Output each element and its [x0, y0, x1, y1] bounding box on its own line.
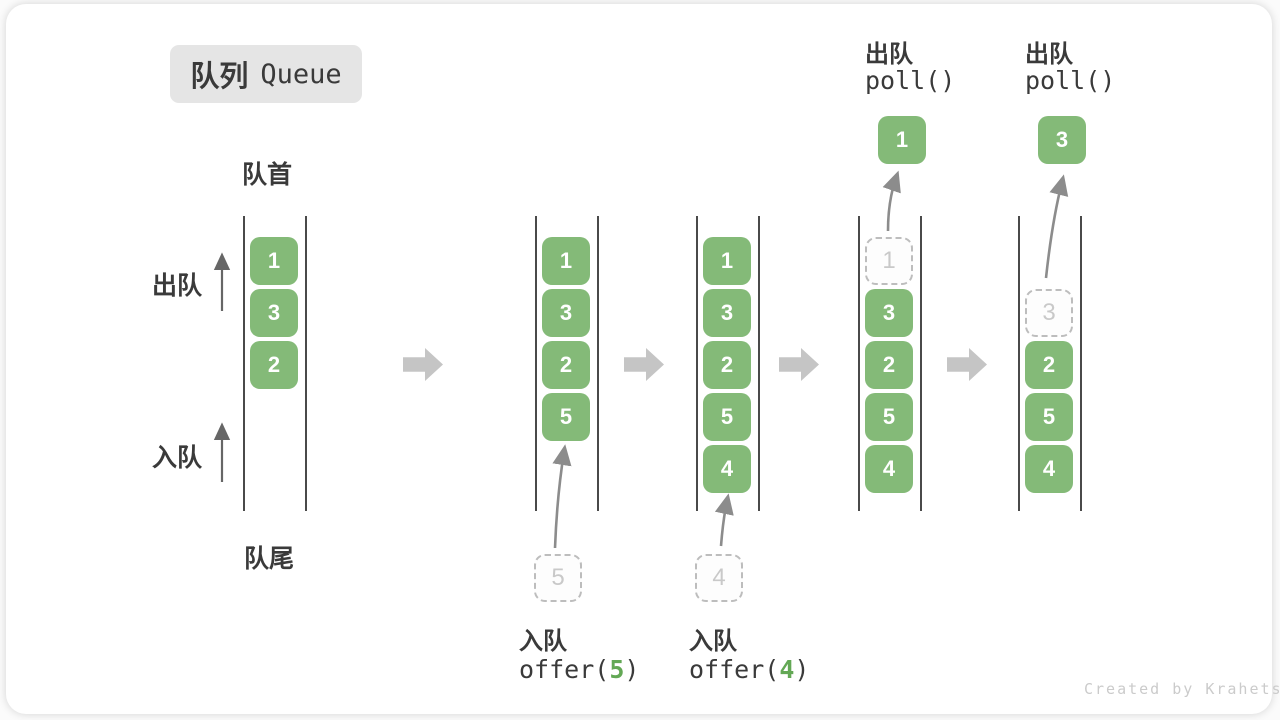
offer-code: offer(4) [689, 655, 809, 684]
offer-code-arg: 4 [779, 655, 795, 684]
offer-code: offer(5) [519, 655, 639, 684]
queue-element-box: 1 [542, 237, 590, 285]
poll-code: poll() [1025, 66, 1116, 95]
queue-element-box: 5 [542, 393, 590, 441]
queue-element-box: 1 [703, 237, 751, 285]
queue-element-box: 4 [1025, 445, 1073, 493]
dequeue-3-arrow [1044, 174, 1069, 279]
queue-element-box: 4 [865, 445, 913, 493]
dequeue-op-label: 出队 [865, 41, 913, 68]
queue-element-box: 3 [865, 289, 913, 337]
queue-element-box: 5 [1025, 393, 1073, 441]
pending-element-box: 5 [534, 554, 582, 602]
offer-code-close: ) [624, 655, 640, 684]
transition-arrow [779, 348, 819, 381]
offer-code-arg: 5 [609, 655, 625, 684]
queue-element-box: 1 [250, 237, 298, 285]
queue-element-box-dashed: 1 [865, 237, 913, 285]
dequeue-op-label: 出队 [1025, 41, 1073, 68]
queue-element-box-dashed: 3 [1025, 289, 1073, 337]
queue-wall-right [597, 216, 599, 511]
dequeue-side-label: 出队 [152, 272, 203, 300]
enqueue-side-label: 入队 [152, 444, 203, 472]
queue-element-box: 2 [542, 341, 590, 389]
title-badge: 队列 Queue [170, 45, 362, 103]
removed-element-box: 3 [1038, 116, 1086, 164]
queue-wall-right [305, 216, 307, 511]
queue-wall-right [758, 216, 760, 511]
queue-element-box: 3 [250, 289, 298, 337]
enqueue-5-arrow [552, 444, 572, 549]
enqueue-op-label: 入队 [519, 628, 567, 655]
pending-element-box: 4 [695, 554, 743, 602]
removed-element-box: 1 [878, 116, 926, 164]
queue-element-box: 2 [250, 341, 298, 389]
queue-element-box: 3 [542, 289, 590, 337]
enqueue-op-label: 入队 [689, 628, 737, 655]
queue-front-label: 队首 [242, 161, 293, 189]
title-en: Queue [260, 58, 342, 90]
queue-element-box: 5 [865, 393, 913, 441]
queue-wall-left [535, 216, 537, 511]
offer-code-open: offer( [519, 655, 610, 684]
queue-element-box: 5 [703, 393, 751, 441]
queue-wall-left [243, 216, 245, 511]
transition-arrow [947, 348, 987, 381]
enqueue-4-arrow [714, 493, 734, 547]
dequeue-1-arrow [882, 170, 901, 232]
queue-element-box: 3 [703, 289, 751, 337]
queue-wall-left [858, 216, 860, 511]
queue-element-box: 2 [703, 341, 751, 389]
offer-code-close: ) [794, 655, 810, 684]
queue-rear-label: 队尾 [244, 545, 295, 573]
transition-arrow [403, 348, 443, 381]
queue-wall-left [696, 216, 698, 511]
queue-element-box: 2 [1025, 341, 1073, 389]
queue-element-box: 2 [865, 341, 913, 389]
poll-code: poll() [865, 66, 956, 95]
queue-wall-right [1080, 216, 1082, 511]
queue-element-box: 4 [703, 445, 751, 493]
watermark: Created by Krahets [1084, 680, 1280, 698]
queue-wall-left [1018, 216, 1020, 511]
queue-wall-right [920, 216, 922, 511]
offer-code-open: offer( [689, 655, 780, 684]
title-zh: 队列 [190, 61, 249, 93]
transition-arrow [624, 348, 664, 381]
